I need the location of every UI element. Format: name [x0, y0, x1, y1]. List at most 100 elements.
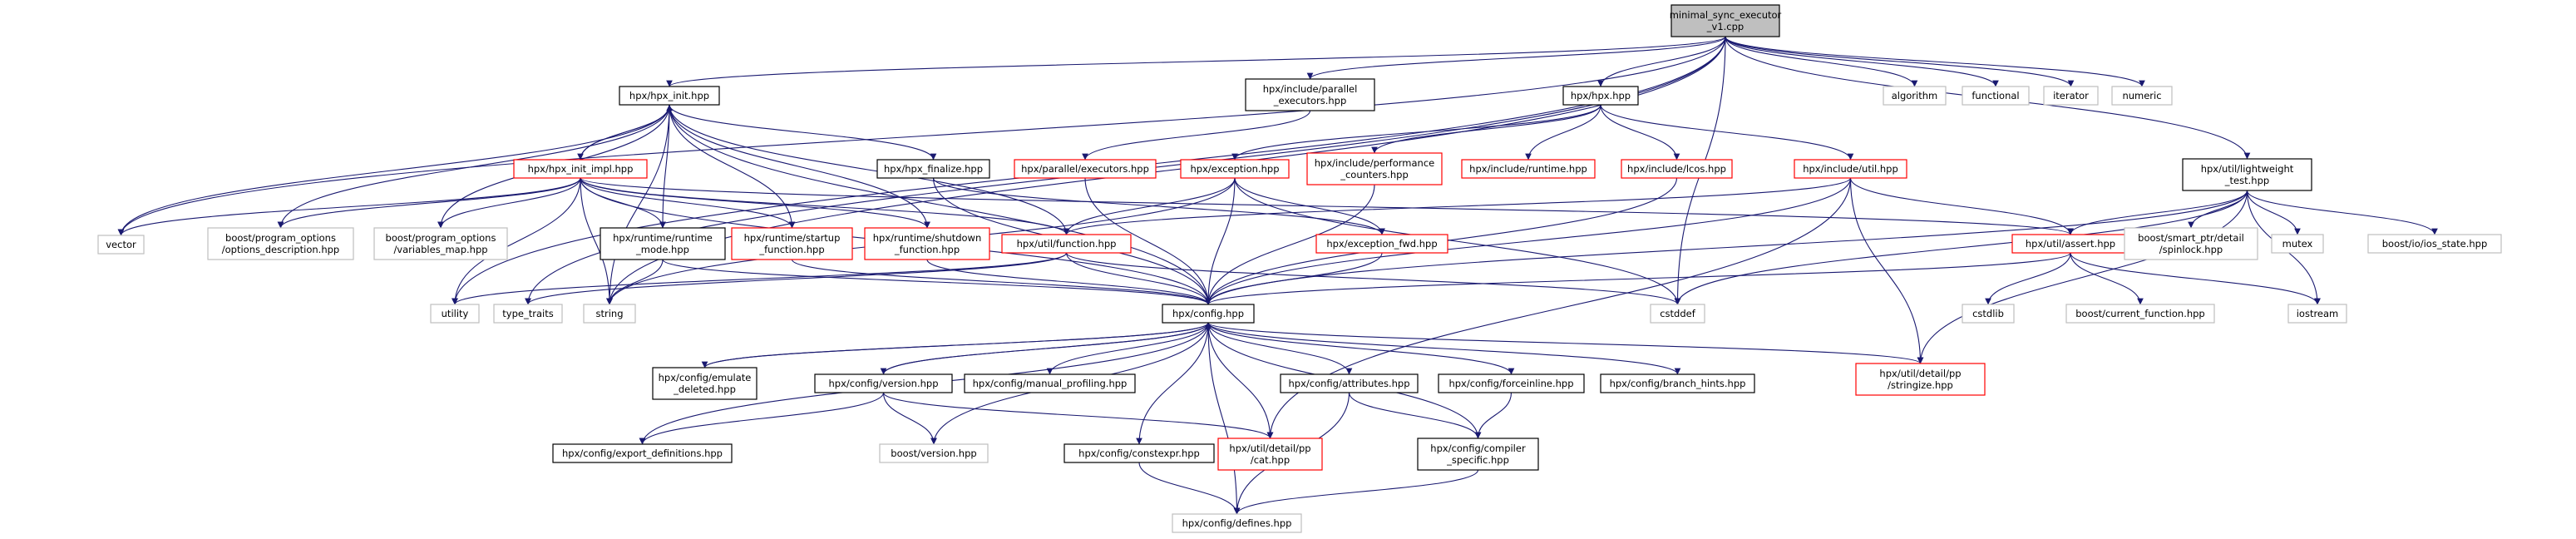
node-hpx-init[interactable]: hpx/hpx_init.hpp	[619, 86, 720, 106]
node-label: _function.hpp	[758, 244, 824, 255]
edge-line	[926, 259, 1212, 305]
edge-line	[277, 177, 581, 229]
node-export-defs[interactable]: hpx/config/export_definitions.hpp	[552, 443, 733, 463]
node-manual-profiling[interactable]: hpx/config/manual_profiling.hpp	[964, 373, 1136, 393]
edge-hpx_init-to-util_function	[669, 104, 1070, 235]
edge-line	[669, 104, 1212, 305]
node-label: hpx/config/attributes.hpp	[1288, 378, 1409, 389]
node-label: hpx/hpx.hpp	[1571, 90, 1631, 101]
node-label: vector	[106, 239, 136, 250]
node-label: hpx/util/assert.hpp	[2026, 238, 2115, 250]
edge-line	[1725, 36, 2075, 87]
edge-hpx_hpp-to-perf_counters	[1371, 104, 1601, 154]
node-forceinline[interactable]: hpx/config/forceinline.hpp	[1438, 373, 1585, 393]
node-box	[552, 443, 733, 463]
node-util-function[interactable]: hpx/util/function.hpp	[1001, 234, 1132, 254]
node-box	[493, 304, 563, 324]
node-stringize[interactable]: hpx/util/detail/pp/stringize.hpp	[1855, 363, 1986, 396]
node-compiler-specific[interactable]: hpx/config/compiler_specific.hpp	[1417, 438, 1539, 471]
node-label: /spinlock.hpp	[2159, 244, 2223, 255]
edge-hpx_init-to-shutdown_fn	[669, 104, 930, 229]
edge-line	[2070, 252, 2321, 305]
node-root[interactable]: minimal_sync_executor_v1.cpp	[1670, 4, 1782, 37]
node-box	[97, 235, 145, 255]
node-branch-hints[interactable]: hpx/config/branch_hints.hpp	[1600, 373, 1755, 393]
node-attributes[interactable]: hpx/config/attributes.hpp	[1280, 373, 1419, 393]
edge-line	[1207, 322, 1924, 364]
node-util-assert[interactable]: hpx/util/assert.hpp	[2011, 234, 2129, 254]
node-init-impl[interactable]: hpx/hpx_init_impl.hpp	[513, 159, 648, 179]
edge-line	[882, 392, 1274, 439]
node-exception-fwd[interactable]: hpx/exception_fwd.hpp	[1315, 234, 1448, 254]
node-cat[interactable]: hpx/util/detail/pp/cat.hpp	[1217, 438, 1323, 471]
node-label: _deleted.hpp	[673, 383, 736, 395]
edge-line	[669, 104, 937, 161]
node-constexpr[interactable]: hpx/config/constexpr.hpp	[1063, 443, 1215, 463]
node-inc-lcos[interactable]: hpx/include/lcos.hpp	[1621, 159, 1733, 179]
node-label: _executors.hpp	[1273, 95, 1347, 106]
node-inc-util[interactable]: hpx/include/util.hpp	[1794, 159, 1907, 179]
node-hpx-hpp[interactable]: hpx/hpx.hpp	[1562, 86, 1639, 106]
node-par-exec[interactable]: hpx/include/parallel_executors.hpp	[1245, 78, 1375, 111]
node-label: _v1.cpp	[1706, 21, 1744, 32]
node-hpx-finalize[interactable]: hpx/hpx_finalize.hpp	[876, 159, 990, 179]
edge-inc_util-to-config	[1205, 177, 1852, 305]
edge-lightweight-to-spinlock	[2188, 190, 2248, 229]
node-startup-fn[interactable]: hpx/runtime/startup_function.hpp	[731, 227, 853, 260]
edge-line	[1207, 322, 1353, 375]
edge-line	[580, 177, 2074, 235]
edge-hpx_init-to-vector	[117, 104, 670, 236]
edge-line	[1205, 184, 1375, 305]
node-cstddef: cstddef	[1650, 304, 1705, 324]
node-label: algorithm	[1892, 90, 1938, 101]
edge-line	[1234, 177, 1681, 305]
edge-root-to-hpx_hpp	[1597, 36, 1726, 87]
node-exception[interactable]: hpx/exception.hpp	[1180, 159, 1290, 179]
edge-line	[2188, 190, 2248, 229]
edge-root-to-par_exec	[1306, 36, 1726, 80]
node-box	[430, 304, 480, 324]
node-box	[1438, 373, 1585, 393]
node-label: cstdlib	[1972, 308, 2004, 319]
node-perf-counters[interactable]: hpx/include/performance_counters.hpp	[1306, 152, 1443, 185]
edge-line	[1725, 36, 2145, 87]
edge-line	[452, 252, 1068, 305]
node-cfg-version[interactable]: hpx/config/version.hpp	[814, 373, 953, 393]
node-ios-state: boost/io/ios_state.hpp	[2367, 234, 2502, 254]
edge-par_executors-to-config	[1084, 177, 1212, 305]
edge-line	[1065, 252, 1681, 305]
edge-root-to-functional	[1725, 36, 1999, 87]
node-inc-runtime[interactable]: hpx/include/runtime.hpp	[1461, 159, 1596, 179]
node-box	[1621, 159, 1733, 179]
edge-line	[1207, 322, 1515, 375]
edge-init_impl-to-vector	[117, 177, 581, 236]
edge-line	[2246, 190, 2438, 235]
edge-line	[1233, 469, 1479, 515]
edge-emulate_deleted-to-config	[703, 322, 1212, 368]
node-rt-mode[interactable]: hpx/runtime/runtime_mode.hpp	[600, 227, 726, 260]
edge-forceinline-to-compiler_specific	[1474, 392, 1513, 439]
edge-util_function-to-utility	[452, 252, 1068, 305]
edge-line	[1600, 104, 1854, 161]
edge-line	[1234, 177, 1385, 235]
node-label: hpx/config/export_definitions.hpp	[562, 448, 723, 459]
node-lightweight[interactable]: hpx/util/lightweight_test.hpp	[2182, 158, 2312, 191]
node-box	[879, 443, 989, 463]
edge-hpx_hpp-to-exception	[1231, 104, 1601, 161]
node-label: utility	[442, 308, 469, 319]
edge-line	[1065, 252, 1212, 305]
node-shutdown-fn[interactable]: hpx/runtime/shutdown_function.hpp	[864, 227, 990, 260]
edge-hpx_init-to-startup_fn	[669, 104, 796, 229]
node-config[interactable]: hpx/config.hpp	[1162, 304, 1255, 324]
node-par-executors[interactable]: hpx/parallel/executors.hpp	[1014, 159, 1157, 179]
node-box	[1962, 304, 2015, 324]
edge-exception-to-exception_fwd	[1234, 177, 1385, 235]
node-box	[1280, 373, 1419, 393]
edge-line	[525, 252, 1068, 305]
node-emulate-deleted[interactable]: hpx/config/emulate_deleted.hpp	[652, 367, 758, 400]
edge-exception_fwd-to-config	[1205, 252, 1383, 305]
node-label: hpx/config/emulate	[659, 372, 752, 383]
edge-line	[580, 177, 796, 229]
node-label: _test.hpp	[2224, 175, 2269, 186]
